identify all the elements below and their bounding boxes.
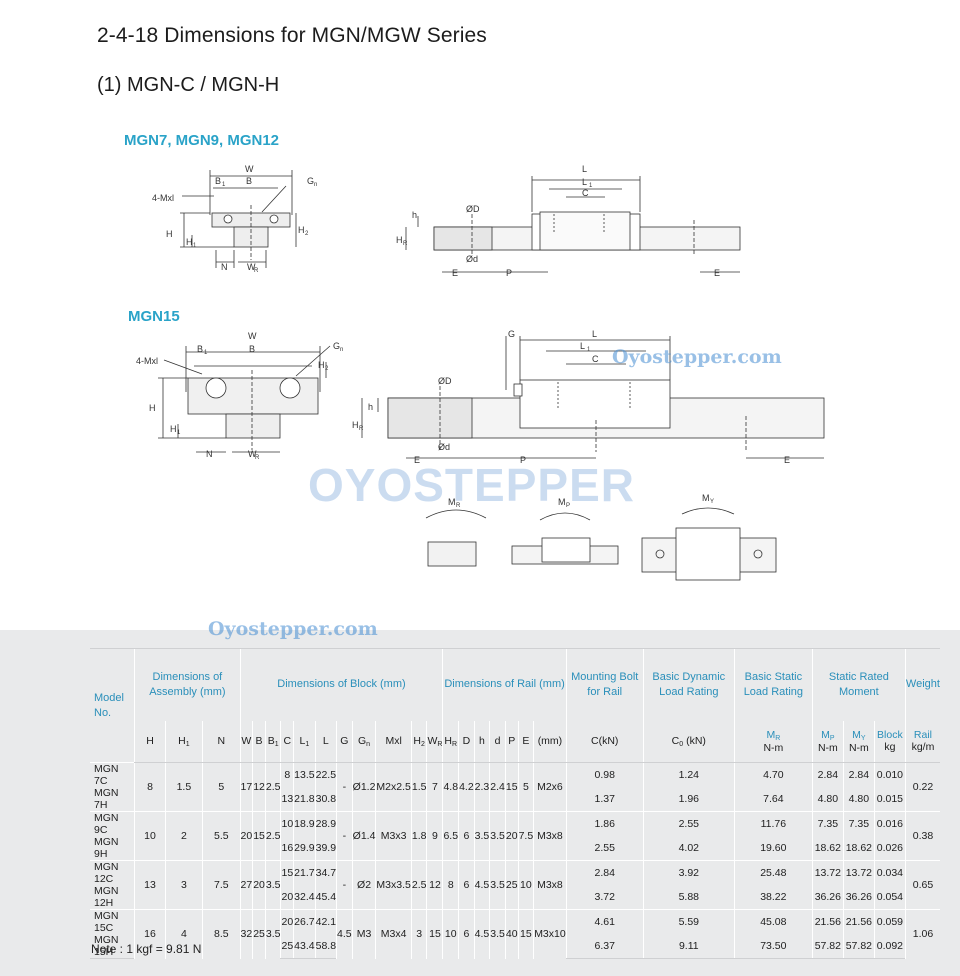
svg-text:M: M — [448, 497, 456, 507]
svg-text:G: G — [508, 329, 515, 339]
svg-text:L: L — [592, 329, 597, 339]
svg-text:ØD: ØD — [466, 204, 480, 214]
svg-text:G: G — [307, 176, 314, 186]
svg-text:H: H — [186, 237, 193, 247]
svg-text:N: N — [206, 449, 213, 459]
svg-text:B: B — [246, 176, 252, 186]
svg-text:B: B — [215, 176, 221, 186]
svg-text:N: N — [221, 262, 228, 272]
svg-text:1: 1 — [177, 430, 181, 436]
small-front-view — [180, 170, 297, 268]
section-subtitle: (1) MGN-C / MGN-H — [97, 74, 280, 96]
svg-text:Ød: Ød — [438, 442, 450, 452]
svg-text:H: H — [170, 424, 177, 434]
svg-text:R: R — [254, 268, 259, 274]
svg-text:E: E — [714, 268, 720, 278]
svg-text:L: L — [582, 164, 587, 174]
svg-text:R: R — [255, 455, 260, 461]
svg-text:W: W — [248, 331, 257, 341]
svg-text:4-Mxl: 4-Mxl — [136, 356, 158, 366]
svg-text:E: E — [414, 455, 420, 465]
svg-text:B: B — [197, 344, 203, 354]
svg-text:W: W — [248, 449, 257, 459]
footnote: Note : 1 kgf = 9.81 N — [91, 942, 202, 956]
col-dynamic: Basic Dynamic Load Rating — [642, 648, 735, 721]
sub-header-row: H H1 N W B B1 C L1 L G Gn Mxl H2 WR HR D… — [90, 720, 940, 763]
svg-text:Ød: Ød — [466, 254, 478, 264]
col-static: Basic Static Load Rating — [733, 648, 813, 721]
svg-text:1: 1 — [204, 350, 208, 356]
svg-text:C: C — [582, 188, 589, 198]
svg-text:W: W — [247, 262, 256, 272]
col-moment: Static Rated Moment — [811, 648, 906, 721]
svg-text:P: P — [506, 268, 512, 278]
svg-text:1: 1 — [222, 182, 226, 188]
svg-text:P: P — [566, 503, 570, 509]
svg-text:L: L — [580, 341, 585, 351]
col-rail: Dimensions of Rail (mm) — [442, 648, 567, 721]
watermark-logo: OYOSTEPPER — [308, 459, 635, 511]
svg-text:1: 1 — [193, 243, 197, 249]
large-side-view — [361, 336, 825, 459]
svg-text:4-Mxl: 4-Mxl — [152, 193, 174, 203]
svg-text:H: H — [149, 403, 156, 413]
watermark-text-1: Oyostepper.com — [612, 346, 782, 368]
svg-text:ØD: ØD — [438, 376, 452, 386]
large-front-view — [158, 345, 331, 453]
svg-text:H: H — [318, 360, 325, 370]
col-block: Dimensions of Block (mm) — [239, 648, 443, 721]
svg-text:1: 1 — [589, 183, 593, 189]
svg-text:2: 2 — [305, 231, 309, 237]
small-side-view — [405, 176, 741, 273]
svg-text:H: H — [352, 420, 359, 430]
col-model: Model No. — [90, 648, 135, 763]
svg-text:H: H — [298, 225, 305, 235]
svg-text:B: B — [249, 344, 255, 354]
svg-text:n: n — [314, 182, 317, 188]
svg-text:M: M — [702, 493, 710, 503]
svg-text:G: G — [333, 341, 340, 351]
svg-text:P: P — [520, 455, 526, 465]
svg-text:H: H — [396, 235, 403, 245]
group-label-small: MGN7, MGN9, MGN12 — [124, 132, 280, 149]
svg-text:R: R — [359, 426, 364, 432]
svg-text:M: M — [558, 497, 566, 507]
watermark-text-2: Oyostepper.com — [208, 618, 378, 640]
svg-text:E: E — [452, 268, 458, 278]
moment-diagrams — [425, 507, 777, 581]
svg-text:W: W — [245, 164, 254, 174]
svg-text:h: h — [412, 210, 417, 220]
svg-text:R: R — [403, 241, 408, 247]
svg-text:2: 2 — [325, 366, 329, 372]
svg-text:H: H — [166, 229, 173, 239]
col-assembly: Dimensions of Assembly (mm) — [134, 648, 240, 721]
svg-text:L: L — [582, 177, 587, 187]
spec-table: Model No. Dimensions of Assembly (mm) Di… — [90, 648, 940, 959]
svg-text:1: 1 — [587, 347, 591, 353]
svg-text:C: C — [592, 354, 599, 364]
svg-text:R: R — [456, 503, 461, 509]
col-bolt: Mounting Bolt for Rail — [565, 648, 644, 721]
svg-text:E: E — [784, 455, 790, 465]
group-label-large: MGN15 — [128, 308, 180, 325]
svg-text:h: h — [368, 402, 373, 412]
col-weight: Weight — [904, 648, 940, 721]
page-title: 2-4-18 Dimensions for MGN/MGW Series — [97, 24, 487, 47]
svg-text:Y: Y — [710, 499, 714, 505]
svg-text:n: n — [340, 347, 343, 353]
